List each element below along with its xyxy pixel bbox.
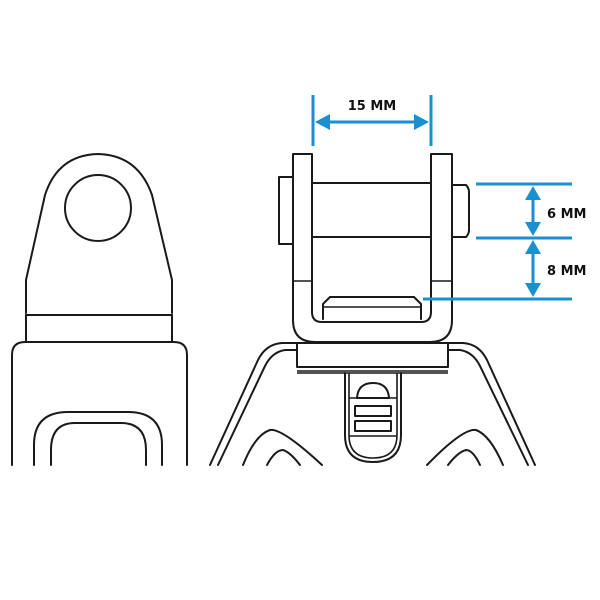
shell-right-outer [447,342,536,466]
hump-right-inner [447,449,481,466]
dimension-15mm: 15 MM [311,95,433,146]
dimension-6mm: 6 MM [476,182,586,240]
dimension-label-8mm: 8 MM [547,264,586,279]
tab-inner [348,373,398,459]
side-cutout-outer [33,411,163,466]
shell-left-outer [209,342,298,466]
tab-dome [356,382,390,399]
lug-outline [25,153,173,314]
tab-slot-1 [354,405,392,417]
tab-outer [344,372,402,463]
shell-left-inner [217,349,298,466]
dimension-label-15mm: 15 MM [348,99,397,114]
hump-left-inner [266,449,301,466]
base-plate [296,342,449,368]
arrow-up-icon [525,186,541,200]
hump-right-outer [426,428,504,466]
inner-block [322,296,422,320]
arrow-down-icon [525,222,541,236]
arrow-right-icon [414,114,429,130]
lug-hole-icon [64,174,132,242]
pin-right-end [452,184,470,238]
dimension-8mm: 8 MM [423,240,586,301]
side-cutout-inner [50,422,147,466]
tab-slot-2 [354,420,392,432]
arrow-down-icon [525,283,541,297]
arrow-up-icon [525,240,541,254]
hump-left-outer [242,428,323,466]
dimension-label-6mm: 6 MM [547,207,586,222]
clevis-outer [292,153,453,343]
pin-left-end [278,176,294,245]
side-body-outline [11,341,188,466]
shell-right-inner [447,349,529,466]
side-view [11,153,188,466]
arrow-left-icon [315,114,330,130]
front-view [209,153,536,466]
